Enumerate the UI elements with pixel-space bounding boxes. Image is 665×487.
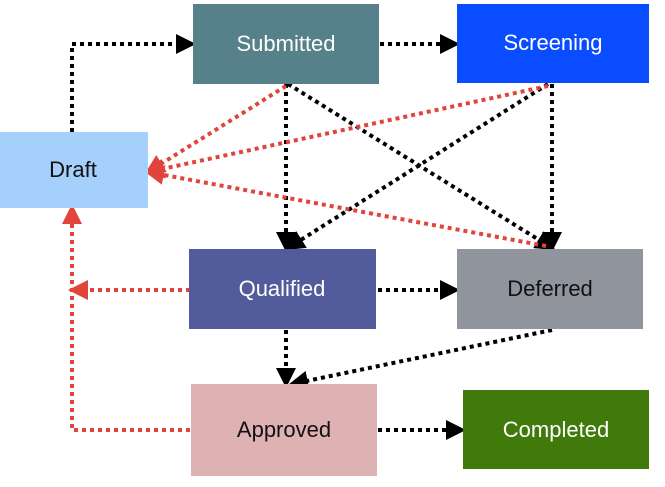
edge-approved-to-draft — [62, 204, 190, 432]
node-label-screening: Screening — [503, 30, 602, 55]
node-draft: Draft — [0, 132, 148, 208]
node-label-qualified: Qualified — [239, 276, 326, 301]
edge-screening-to-draft — [144, 84, 549, 179]
node-label-deferred: Deferred — [507, 276, 593, 301]
node-qualified: Qualified — [189, 249, 376, 329]
node-label-completed: Completed — [503, 417, 609, 442]
edges-layer — [62, 34, 562, 440]
edge-deferred-to-draft — [144, 165, 547, 248]
node-submitted: Submitted — [193, 4, 379, 84]
edge-draft-to-submitted — [70, 34, 196, 132]
node-label-submitted: Submitted — [236, 31, 335, 56]
edge-deferred-to-approved — [288, 328, 553, 391]
node-screening: Screening — [457, 4, 649, 83]
node-approved: Approved — [191, 384, 377, 476]
node-label-approved: Approved — [237, 417, 331, 442]
edge-screening-to-qualified — [284, 82, 550, 251]
edge-submitted-to-draft — [144, 84, 288, 175]
node-deferred: Deferred — [457, 249, 643, 329]
node-completed: Completed — [463, 390, 649, 469]
node-label-draft: Draft — [49, 157, 97, 182]
